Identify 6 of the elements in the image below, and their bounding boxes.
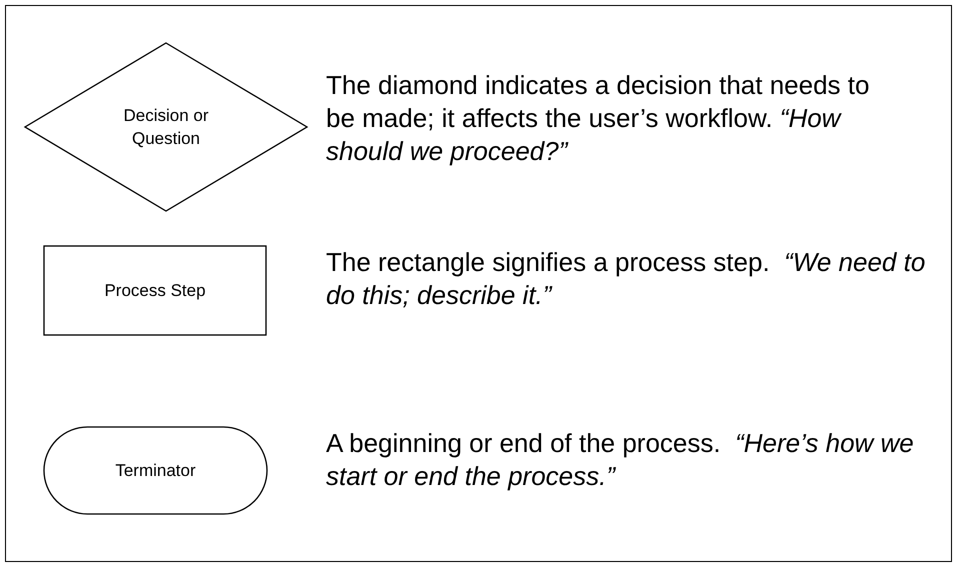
node-label: Process Step [104,280,206,302]
description-text: The rectangle signifies a process step. “We need to do this; describe it.” [326,246,926,312]
node-label: Decision or Question [122,105,210,150]
description-text: The diamond indicates a decision that needs to be made; it affects the user’s workflow. “How should we proceed?” [326,69,870,168]
node-label: Terminator [115,460,196,482]
description-text: A beginning or end of the process. “Here’s how we start or end the process.” [326,427,915,493]
